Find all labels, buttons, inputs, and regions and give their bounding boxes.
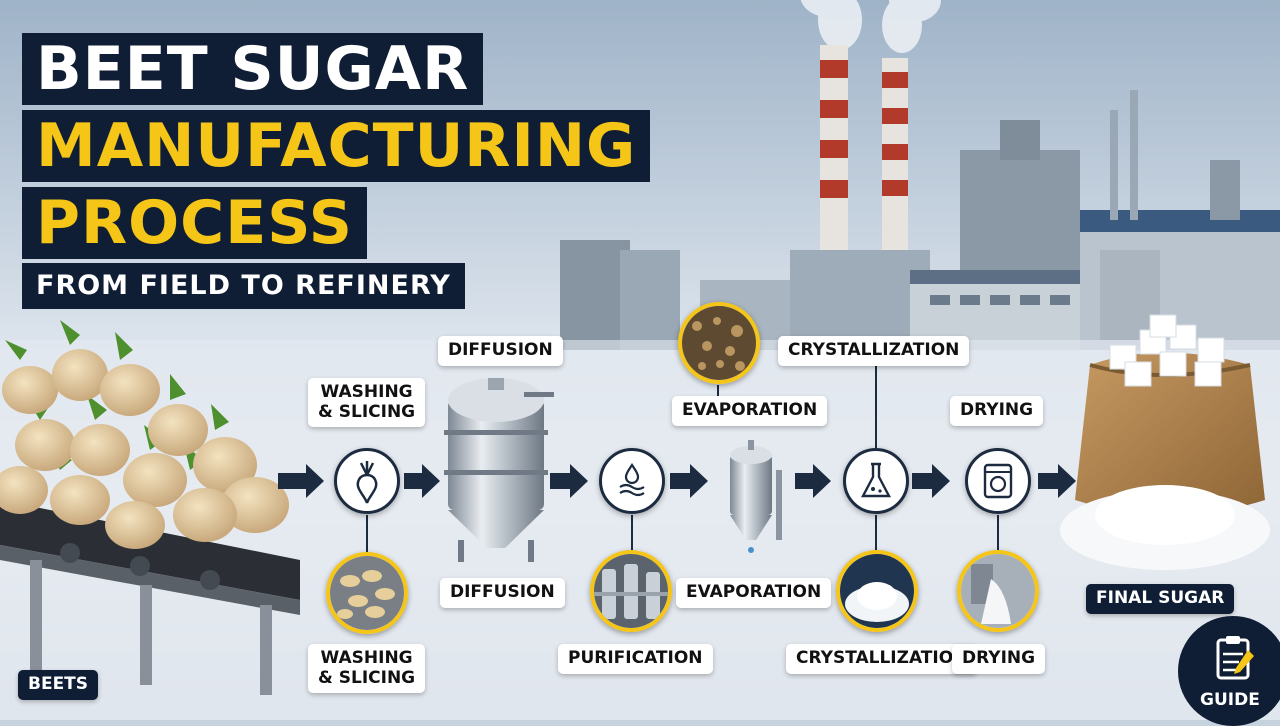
drying-photo	[957, 550, 1039, 632]
crystallization-node	[843, 448, 909, 514]
washing-slicing-photo	[326, 552, 408, 634]
purification-photo	[590, 550, 672, 632]
purification-node	[599, 448, 665, 514]
label-washing-bottom-line1: WASHING	[320, 648, 413, 668]
water-drops-icon	[619, 463, 645, 497]
guide-badge[interactable]	[1178, 616, 1280, 726]
pulp-photo	[678, 302, 760, 384]
label-diffusion-top: DIFFUSION	[438, 336, 563, 366]
smokestack-left	[820, 45, 848, 265]
process-arrows	[278, 464, 1076, 498]
label-washing-bottom-line2: & SLICING	[318, 667, 416, 688]
label-drying-top: DRYING	[950, 396, 1044, 426]
guide-label: GUIDE	[1200, 690, 1260, 710]
label-crystallization-bottom: CRYSTALLIZATION	[786, 644, 978, 674]
label-washing-bottom: WASHING & SLICING	[308, 644, 426, 694]
beet-icon	[356, 461, 378, 504]
label-crystallization-top: CRYSTALLIZATION	[778, 336, 970, 366]
label-purification: PURIFICATION	[558, 644, 713, 674]
drying-node	[965, 448, 1031, 514]
connector-lines	[366, 365, 999, 552]
label-washing-top: WASHING & SLICING	[308, 378, 426, 428]
label-washing-top-line1: WASHING	[320, 382, 413, 402]
label-beets: BEETS	[18, 670, 99, 700]
sugar-bag	[1060, 314, 1270, 570]
evaporation-vessel	[730, 440, 782, 553]
smoke	[800, 0, 941, 53]
crystals-photo	[836, 550, 918, 632]
title-line-3: PROCESS	[22, 187, 367, 259]
washing-node	[334, 448, 400, 514]
label-drying-bottom: DRYING	[952, 644, 1046, 674]
title-line-2: MANUFACTURING	[22, 110, 651, 182]
conveyor-belt	[0, 500, 300, 695]
clipboard-pencil-icon	[1216, 636, 1254, 680]
flask-icon	[861, 462, 891, 498]
beet-pile	[0, 320, 289, 549]
washing-machine-icon	[983, 463, 1013, 499]
label-evaporation-top: EVAPORATION	[672, 396, 828, 426]
label-final-sugar: FINAL SUGAR	[1086, 584, 1235, 614]
subtitle: FROM FIELD TO REFINERY	[22, 263, 465, 309]
smokestack-right	[882, 58, 908, 268]
title-line-1: BEET SUGAR	[22, 33, 484, 105]
label-washing-top-line2: & SLICING	[318, 401, 416, 422]
label-evaporation-bottom: EVAPORATION	[676, 578, 832, 608]
diffusion-tank	[444, 378, 554, 562]
label-diffusion-bottom: DIFFUSION	[440, 578, 565, 608]
